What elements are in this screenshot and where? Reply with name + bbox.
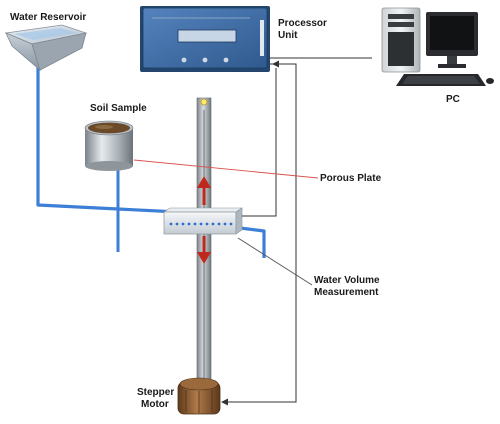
water-volume-leader xyxy=(237,237,313,286)
soil-sample-soil-highlight xyxy=(95,125,113,129)
measurement-bar-end xyxy=(235,207,243,235)
stepper-motor-label-line1: Stepper xyxy=(137,387,174,398)
measurement-bar-dots xyxy=(169,222,233,226)
outlet-tube xyxy=(231,225,266,258)
reservoir-water-surface xyxy=(14,28,78,40)
pc-monitor-stand xyxy=(447,56,457,64)
reservoir-right-side xyxy=(31,32,87,71)
processor-knob-3 xyxy=(223,57,229,63)
soil-sample-label: Soil Sample xyxy=(90,103,147,114)
pc: PC xyxy=(381,7,494,105)
soil-sample: Soil Sample xyxy=(84,103,147,171)
water-tubes xyxy=(36,66,266,258)
stepper-motor-face xyxy=(179,377,219,391)
pc-mouse xyxy=(486,78,494,84)
pc-label: PC xyxy=(446,94,460,105)
down-arrow-head xyxy=(197,252,211,264)
soil-sample-bottom-rim xyxy=(85,161,133,171)
processor-side-strip xyxy=(260,20,264,56)
pc-front-panel xyxy=(388,32,414,66)
processor-unit-label-line1: Processor xyxy=(278,18,327,29)
porous-plate-leader xyxy=(133,159,319,179)
water-volume-measurement-bar xyxy=(163,207,243,235)
measurement-bar-top xyxy=(163,207,243,213)
processor-display xyxy=(177,29,237,43)
pc-keyboard-keys xyxy=(402,76,480,84)
processor-to-bar-wire xyxy=(242,68,277,217)
reservoir-feed-tube xyxy=(36,66,199,215)
pc-drive-bay-1 xyxy=(388,14,414,19)
up-arrow-head xyxy=(197,176,211,188)
stepper-motor-label-line2: Motor xyxy=(141,399,169,410)
water-volume-label-line2: Measurement xyxy=(314,287,379,298)
water-volume-label-line1: Water Volume xyxy=(314,275,380,286)
stepper-motor: Stepper Motor xyxy=(137,377,221,415)
processor-unit: Processor Unit xyxy=(140,6,327,72)
processor-knob-2 xyxy=(202,57,208,63)
processor-knob-1 xyxy=(181,57,187,63)
water-reservoir-label: Water Reservoir xyxy=(10,12,86,23)
water-reservoir: Water Reservoir xyxy=(4,12,88,72)
measurement-column xyxy=(196,97,212,399)
processor-unit-label-line2: Unit xyxy=(278,30,298,41)
pc-screen xyxy=(430,16,474,50)
pc-drive-bay-2 xyxy=(388,22,414,27)
column-indicator-light xyxy=(200,98,208,106)
porous-plate-label: Porous Plate xyxy=(320,173,382,184)
pc-monitor-base xyxy=(438,64,466,68)
